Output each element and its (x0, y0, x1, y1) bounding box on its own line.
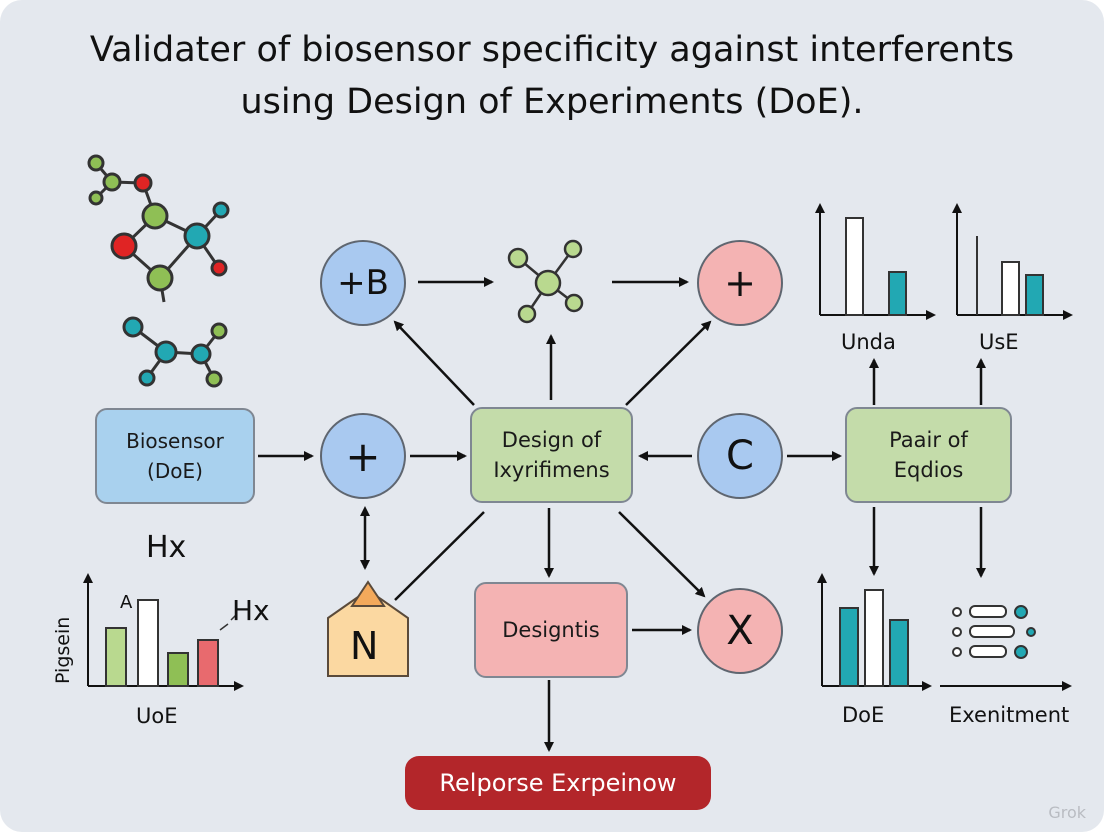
chart-left-bar-4 (197, 639, 219, 687)
line-design-to-house (394, 511, 485, 601)
biosensor-box-line-2: (DoE) (147, 459, 203, 483)
chart-bottom-bar-2 (864, 589, 884, 687)
house-icon (327, 580, 409, 677)
chart-top-1-bar-2 (888, 271, 907, 316)
chart-left-ylabel: Pigsein (52, 616, 74, 684)
design-center-line-2: Ixyrifimens (493, 458, 610, 482)
response-button[interactable]: Relporse Exrpeinow (405, 756, 711, 810)
chart-top-2-label: UsE (979, 330, 1019, 354)
chart-bottom-bar-3 (889, 619, 909, 687)
chart-top-1-bar-1 (845, 217, 864, 316)
chart-top-2 (952, 203, 1073, 320)
chart-bottom-label: DoE (842, 703, 885, 727)
diagram-title: Validater of biosensor specificity again… (0, 24, 1104, 128)
house-label: N (350, 624, 379, 668)
list-label: Exenitment (949, 703, 1070, 727)
paair-box: Paair of Eqdios (845, 407, 1012, 503)
chart-left-annot-hx: Hx (232, 594, 270, 627)
design-center-box: Design of Ixyrifimens (470, 407, 633, 503)
chart-left (83, 573, 244, 691)
circle-mid-right: C (697, 413, 783, 499)
circle-mid-right-label: C (726, 433, 754, 479)
chart-left-bar-1 (105, 627, 127, 687)
biosensor-box: Biosensor (DoE) (95, 408, 255, 504)
chart-left-annot-a: A (120, 592, 133, 613)
designtis-box: Designtis (474, 582, 628, 678)
chart-bottom (817, 573, 932, 691)
chart-bottom-bar-1 (839, 607, 859, 687)
circle-top-left-label: +B (337, 263, 389, 303)
paair-box-line-2: Eqdios (893, 458, 964, 482)
molecule-icon-large (87, 154, 230, 303)
circle-mid-left-label: + (345, 431, 381, 481)
arrow-design-to-b (393, 320, 475, 406)
chart-top-2-bar-2 (1025, 274, 1044, 316)
circle-top-left: +B (320, 240, 406, 326)
title-line-2: using Design of Experiments (DoE). (240, 82, 864, 122)
watermark-logo: Grok (1048, 803, 1086, 822)
circle-top-right: + (697, 240, 783, 326)
chart-top-1 (815, 203, 936, 320)
molecule-icon-small (122, 316, 228, 388)
chart-left-bar-3 (167, 652, 189, 687)
arrows (258, 277, 986, 752)
chart-top-2-bar-1 (1001, 261, 1020, 316)
circle-mid-left: + (320, 413, 406, 499)
label-hx-top: Hx (146, 530, 187, 565)
design-center-line-1: Design of (501, 428, 602, 452)
title-line-1: Validater of biosensor specificity again… (89, 30, 1015, 70)
list-icon (940, 605, 1072, 691)
arrow-design-to-x (618, 511, 706, 598)
arrow-design-to-plus (625, 320, 712, 406)
circle-bottom-right: X (697, 588, 783, 674)
chart-left-xlabel: UoE (136, 704, 178, 728)
circle-bottom-right-label: X (726, 608, 754, 654)
chart-left-bar-2 (137, 599, 159, 687)
paair-box-line-1: Paair of (889, 428, 968, 452)
molecule-icon-center (507, 239, 584, 324)
chart-top-1-label: Unda (841, 330, 896, 354)
biosensor-box-line-1: Biosensor (126, 429, 224, 453)
designtis-label: Designtis (502, 618, 600, 642)
response-button-label: Relporse Exrpeinow (439, 769, 677, 797)
circle-top-right-label: + (724, 261, 756, 305)
